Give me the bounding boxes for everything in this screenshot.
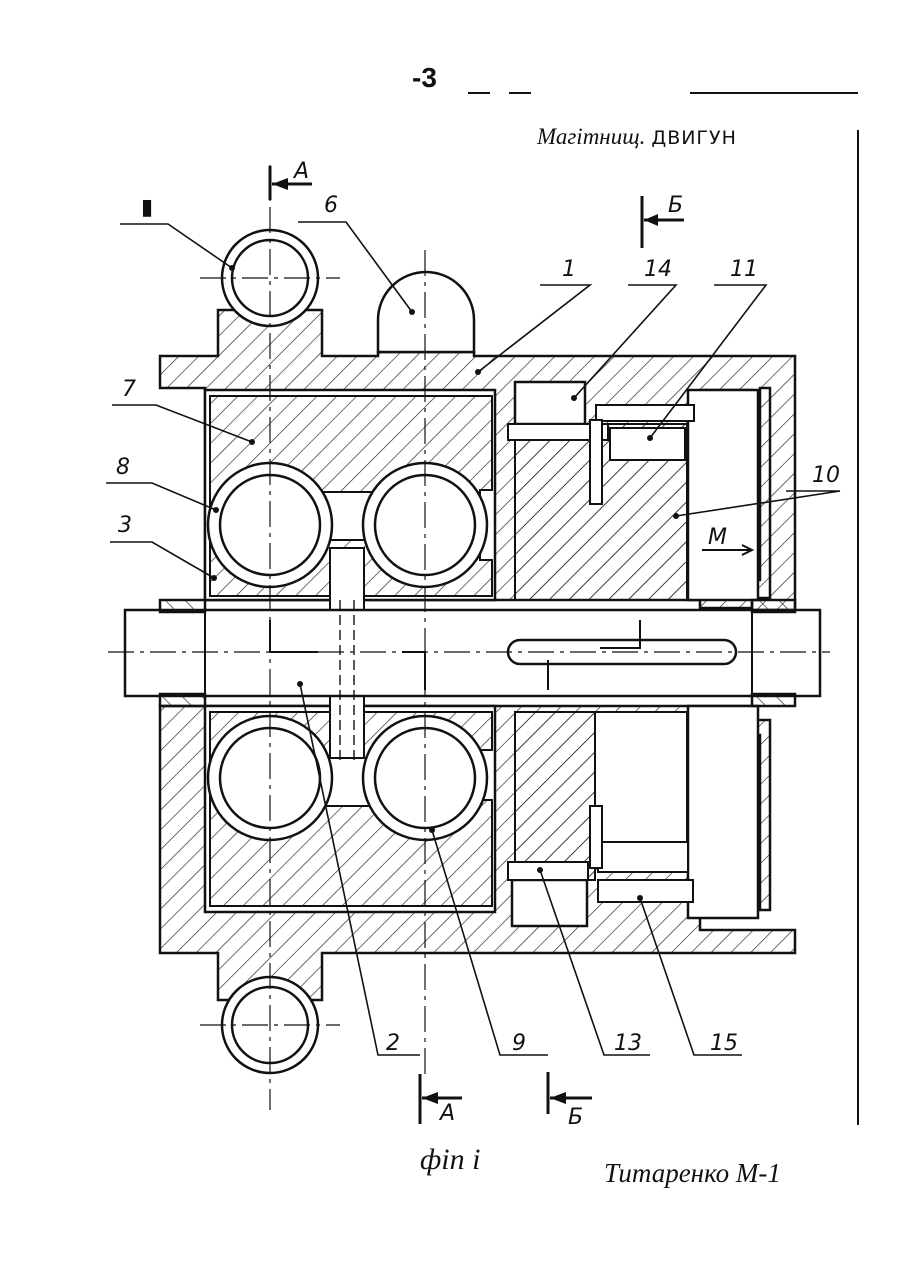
label-13: 13 — [614, 1031, 642, 1056]
plate-13 — [508, 862, 588, 880]
magnet-14 — [515, 382, 585, 424]
author-signature: Титаренко М-1 — [604, 1158, 781, 1189]
rotor-block-bottom — [515, 712, 595, 880]
label-3: 3 — [118, 513, 132, 538]
label-14: 14 — [644, 257, 672, 282]
plate-11 — [596, 405, 694, 421]
label-11: 11 — [730, 257, 758, 282]
label-M: M — [708, 525, 727, 550]
section-B-top: Б — [668, 193, 683, 218]
label-1: 1 — [562, 257, 576, 282]
section-A-top: A — [292, 159, 309, 184]
right-cavity-top — [688, 390, 758, 600]
label-6: 6 — [324, 193, 338, 218]
section-B-bottom: Б — [568, 1105, 583, 1130]
label-9: 9 — [512, 1031, 526, 1056]
label-10: 10 — [812, 463, 840, 488]
magnet-13 — [512, 880, 587, 926]
label-2: 2 — [386, 1031, 400, 1056]
gap — [595, 712, 687, 842]
plate-15 — [598, 880, 693, 902]
right-cavity-bottom — [688, 706, 758, 918]
label-7: 7 — [122, 377, 136, 402]
figure-label: фiп i — [420, 1145, 490, 1175]
section-A-bottom: A — [438, 1101, 455, 1126]
label-15: 15 — [710, 1031, 738, 1056]
label-roman: ▮ — [141, 195, 153, 220]
label-8: 8 — [116, 455, 130, 480]
